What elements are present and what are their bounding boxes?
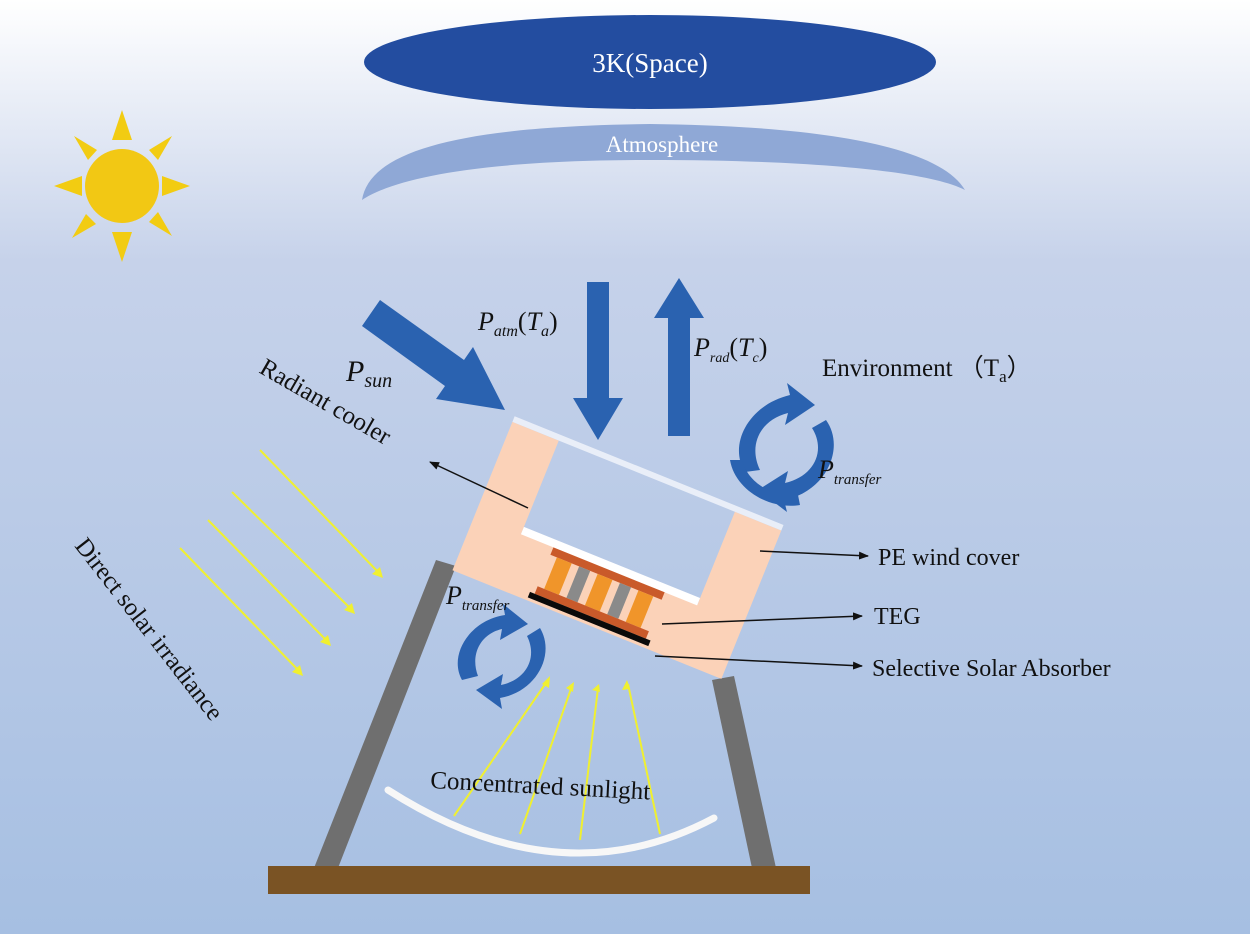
- teg-leg: [607, 582, 632, 619]
- device-assembly: [452, 416, 784, 679]
- p-rad-label: Prad(Tc): [693, 333, 767, 366]
- atmosphere-down-arrow: [573, 282, 623, 440]
- teg-label: TEG: [874, 604, 921, 630]
- teg-leg: [625, 590, 654, 628]
- p-sun-label: Psun: [345, 355, 392, 392]
- p-transfer-right-label: Ptransfer: [817, 455, 882, 488]
- space-label: 3K(Space): [592, 48, 707, 78]
- space-ellipse: [364, 15, 936, 109]
- absorber-pointer: [654, 655, 863, 670]
- absorber-label: Selective Solar Absorber: [872, 656, 1111, 682]
- teg-bottom-plate: [534, 586, 649, 639]
- teg-leg: [566, 566, 591, 603]
- sun-incident-arrow: [362, 300, 505, 410]
- radiation-up-arrow: [654, 278, 704, 436]
- transfer-circle-right-icon: [730, 383, 834, 512]
- pe-wind-cover-label: PE wind cover: [878, 545, 1019, 571]
- p-atm-label: Patm(Ta): [477, 307, 558, 340]
- atmosphere-label: Atmosphere: [606, 132, 718, 157]
- left-leg: [314, 560, 456, 868]
- teg-pointer: [661, 612, 863, 625]
- teg-leg: [584, 573, 613, 612]
- concentrated-rays: [453, 676, 661, 841]
- p-transfer-left-label: Ptransfer: [445, 581, 510, 614]
- direct-irradiance-rays: [179, 449, 383, 676]
- environment-label: Environment （Ta）: [822, 354, 1032, 386]
- radiant-cooler-pointer: [429, 461, 529, 509]
- atmosphere-arc: [362, 124, 965, 200]
- base-platform: [268, 866, 810, 894]
- teg-top-plate: [550, 547, 665, 600]
- selective-absorber: [527, 591, 651, 647]
- transfer-circle-left-icon: [457, 604, 546, 709]
- teg-leg: [544, 557, 572, 595]
- device-body: [452, 421, 782, 679]
- radiant-cooler-film: [520, 526, 701, 606]
- reflector-dish: [384, 786, 718, 857]
- pe-cover-pointer: [759, 550, 869, 560]
- right-leg: [712, 676, 776, 868]
- pe-wind-cover: [512, 416, 784, 531]
- sun-icon: [54, 110, 190, 262]
